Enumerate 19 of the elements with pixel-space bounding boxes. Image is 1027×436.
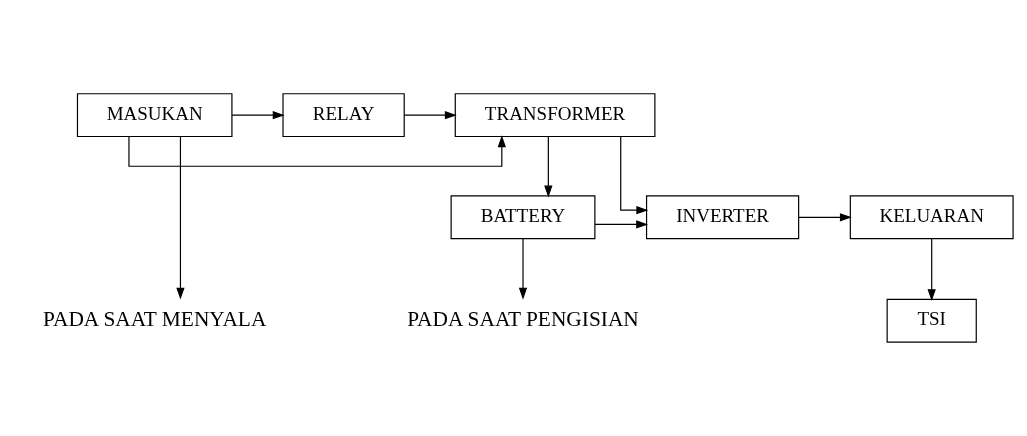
arrow bbox=[518, 237, 528, 300]
arrow bbox=[544, 135, 553, 197]
node-box: RELAY bbox=[282, 92, 405, 137]
node-box: TRANSFORMER bbox=[454, 92, 656, 137]
node-box: INVERTER bbox=[645, 194, 800, 239]
node-text: PADA SAAT PENGISIAN bbox=[407, 306, 639, 331]
node-box: TSI bbox=[886, 298, 977, 343]
node-box: MASUKAN bbox=[76, 92, 233, 137]
arrow bbox=[128, 134, 506, 167]
node-box: KELUARAN bbox=[849, 194, 1014, 239]
arrow bbox=[231, 110, 285, 119]
node-text: PADA SAAT MENYALA bbox=[43, 306, 267, 331]
node-box: BATTERY bbox=[450, 194, 596, 239]
arrow bbox=[594, 219, 649, 229]
arrow bbox=[927, 237, 936, 301]
arrow bbox=[403, 110, 457, 119]
arrow bbox=[798, 212, 852, 221]
arrow bbox=[620, 135, 649, 214]
arrow bbox=[176, 135, 185, 300]
